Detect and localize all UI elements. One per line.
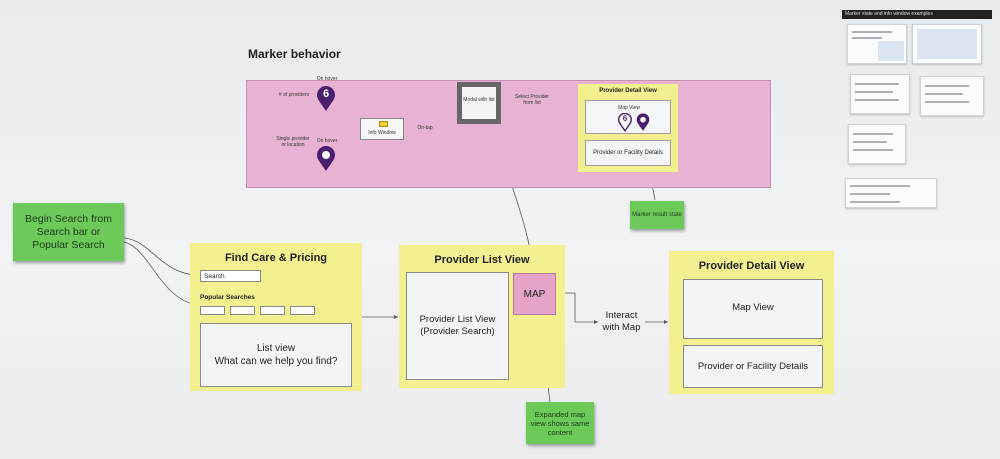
info-window-icon	[379, 121, 388, 127]
find-care-frame: Find Care & Pricing Search Popular Searc…	[190, 243, 362, 391]
on-tap-label: On-tap	[417, 125, 433, 131]
detail-provider-details-card: Provider or Facility Details	[683, 345, 823, 388]
popular-searches-label: Popular Searches	[200, 294, 255, 301]
single-provider-label: Single provider or location	[276, 136, 310, 148]
modal-label: Modal with list	[462, 87, 496, 119]
marker-result-sticky: Marker result state	[630, 201, 684, 229]
num-providers-label: # of providers	[278, 92, 310, 98]
example-thumb-6	[845, 178, 937, 208]
marker-behavior-title: Marker behavior	[248, 47, 341, 61]
popular-search-chip-3[interactable]	[260, 306, 285, 315]
begin-search-sticky: Begin Search from Search bar or Popular …	[13, 203, 124, 261]
example-thumb-5	[848, 124, 906, 164]
cluster-marker-icon: 6	[316, 86, 336, 112]
info-window-card: Info Window	[360, 118, 404, 140]
provider-list-frame: Provider List View Provider List View (P…	[399, 245, 565, 388]
small-cluster-count: 6	[622, 114, 628, 123]
popular-search-chip-1[interactable]	[200, 306, 225, 315]
example-thumb-2	[912, 24, 982, 64]
popular-search-chip-2[interactable]	[230, 306, 255, 315]
example-thumb-3	[850, 74, 910, 114]
popular-search-chip-4[interactable]	[290, 306, 315, 315]
on-hover-label-1: On hover	[316, 76, 338, 82]
search-input[interactable]: Search	[200, 270, 261, 282]
list-view-line-2: What can we help you find?	[214, 356, 338, 367]
list-view-line-1: List view	[256, 343, 296, 354]
detail-view-frame-title: Provider Detail View	[599, 88, 657, 94]
provider-list-title: Provider List View	[434, 254, 530, 266]
detail-view-frame-small: Provider Detail View Map View 6 Provider…	[578, 84, 678, 172]
provider-list-card: Provider List View (Provider Search)	[406, 272, 509, 380]
interact-with-map-label: Interact with Map	[602, 310, 641, 333]
provider-detail-title: Provider Detail View	[698, 260, 805, 272]
small-cluster-marker-icon: 6	[617, 112, 633, 133]
on-hover-label-2: On hover	[316, 138, 338, 144]
small-details-card: Provider or Facility Details	[585, 140, 671, 166]
detail-map-view-card: Map View	[683, 279, 823, 339]
cluster-count: 6	[322, 88, 330, 100]
small-map-view-label: Map View	[618, 105, 640, 111]
list-view-card: List view What can we help you find?	[200, 323, 352, 387]
single-marker-icon	[316, 146, 336, 172]
connector-begin-search-to-search	[123, 237, 196, 276]
provider-detail-frame: Provider Detail View Map View Provider o…	[669, 251, 834, 394]
example-thumb-1	[847, 24, 907, 64]
examples-title: Marker state and info window examples	[842, 10, 992, 19]
expanded-map-sticky: Expanded map view shows same content	[526, 402, 594, 444]
small-single-marker-icon	[636, 113, 650, 132]
select-provider-label: Select Provider from list	[515, 94, 549, 106]
info-window-label: Info Window	[368, 130, 396, 136]
example-thumb-4	[920, 76, 984, 116]
map-button[interactable]: MAP	[513, 273, 556, 315]
find-care-title: Find Care & Pricing	[224, 252, 328, 264]
small-map-view: Map View 6	[585, 100, 671, 134]
connector-begin-search-to-popular	[123, 241, 199, 306]
modal-card: Modal with list	[457, 82, 501, 124]
